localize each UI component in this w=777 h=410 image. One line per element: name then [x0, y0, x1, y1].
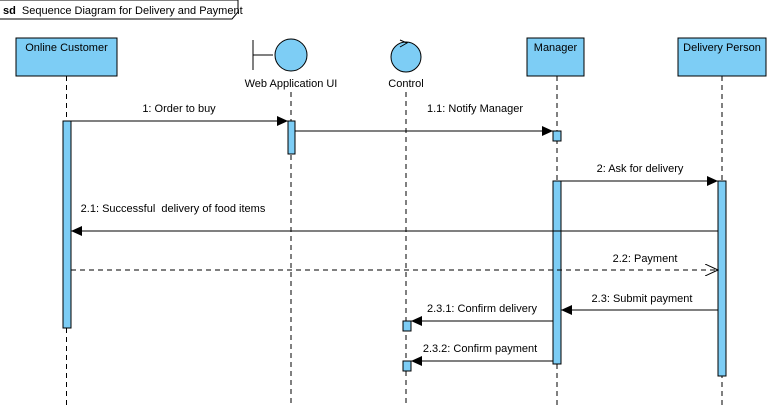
message-label: 2.2: Payment — [613, 253, 678, 265]
diagram-title: Sequence Diagram for Delivery and Paymen… — [22, 5, 243, 17]
message-order-to-buy[interactable]: 1: Order to buy — [71, 103, 288, 126]
message-confirm-delivery[interactable]: 2.3.1: Confirm delivery — [411, 303, 553, 326]
message-label: 2.3.2: Confirm payment — [423, 343, 537, 355]
lifeline-head-online-customer[interactable] — [15, 37, 118, 77]
activation-bar-web-application-ui — [287, 120, 296, 155]
message-label: 2.1: Successful delivery of food items — [81, 203, 266, 215]
message-label: 2: Ask for delivery — [597, 163, 684, 175]
diagram-frame-tab: sd Sequence Diagram for Delivery and Pay… — [0, 0, 243, 20]
message-confirm-payment[interactable]: 2.3.2: Confirm payment — [411, 343, 553, 366]
lifeline-label-control: Control — [388, 78, 423, 90]
lifeline-label-delivery-person: Delivery Person — [683, 42, 761, 54]
message-notify-manager[interactable]: 1.1: Notify Manager — [295, 103, 553, 136]
message-successful-delivery[interactable]: 2.1: Successful delivery of food items — [71, 203, 718, 236]
activation-bar-manager-1 — [552, 130, 562, 142]
lifeline-head-manager[interactable] — [526, 37, 585, 77]
lifeline-label-web-application-ui: Web Application UI — [245, 78, 338, 90]
boundary-icon — [252, 38, 308, 72]
activation-bar-control-1 — [402, 320, 412, 332]
svg-text:sd Sequence Diagram for: sd Sequence Diagram for Delivery and Pay… — [3, 5, 243, 17]
lifeline-label-online-customer: Online Customer — [25, 42, 108, 54]
message-label: 1: Order to buy — [142, 103, 216, 115]
message-label: 1.1: Notify Manager — [427, 103, 523, 115]
frame-keyword: sd — [3, 5, 16, 17]
message-label: 2.3.1: Confirm delivery — [427, 303, 538, 315]
control-icon — [390, 39, 422, 73]
message-submit-payment[interactable]: 2.3: Submit payment — [561, 293, 718, 315]
message-payment[interactable]: 2.2: Payment — [71, 253, 718, 270]
message-ask-for-delivery[interactable]: 2: Ask for delivery — [561, 163, 718, 186]
message-label: 2.3: Submit payment — [592, 293, 693, 305]
lifeline-head-delivery-person[interactable] — [677, 37, 767, 77]
activation-bar-delivery-person — [717, 180, 727, 377]
lifeline-online-customer[interactable]: Online Customer — [15, 37, 118, 405]
activation-bar-online-customer — [62, 120, 72, 329]
activation-bar-control-2 — [402, 360, 412, 372]
lifeline-label-manager: Manager — [534, 42, 578, 54]
lifeline-control[interactable]: Control — [388, 39, 424, 405]
activation-bar-manager-2 — [552, 180, 562, 365]
lifeline-web-application-ui[interactable]: Web Application UI — [245, 38, 338, 405]
